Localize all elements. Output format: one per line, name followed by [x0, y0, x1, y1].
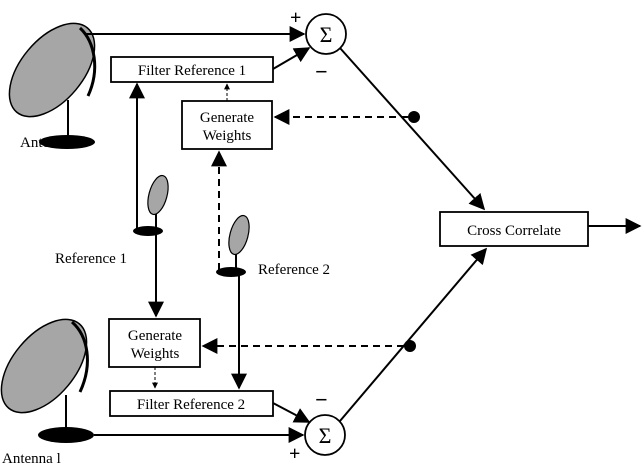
summer-bottom-minus: −: [315, 387, 328, 412]
filter-reference-1-label: Filter Reference 1: [138, 63, 246, 79]
filter2-to-summer-arrow: [272, 402, 311, 423]
reference-1-label: Reference 1: [55, 251, 127, 267]
generate-weights-bottom-box: Generate Weights: [108, 318, 201, 368]
generate-weights-top-line1: Generate: [200, 110, 254, 126]
filter-reference-2-label: Filter Reference 2: [137, 397, 245, 413]
reference-1-icon: [133, 174, 169, 236]
summer-top-plus: +: [290, 7, 301, 29]
antenna-l-icon: [0, 318, 94, 443]
summer-bottom-to-crosscorr-arrow: [339, 247, 488, 422]
filter-reference-2-box: Filter Reference 2: [109, 390, 274, 417]
antenna-l-label: Antenna l: [2, 451, 61, 463]
cross-correlate-box: Cross Correlate: [439, 211, 589, 247]
reference-2-icon: [216, 214, 250, 277]
antenna-m-icon: [8, 22, 97, 149]
junction-bottom-dot: [404, 340, 416, 352]
summer-bottom-plus: +: [289, 443, 300, 463]
summer-top-to-crosscorr-arrow: [339, 47, 486, 211]
generate-weights-top-line2: Weights: [203, 128, 252, 144]
generate-weights-bottom-line2: Weights: [131, 346, 180, 362]
summer-bottom-symbol: Σ: [319, 423, 332, 448]
filter-reference-1-box: Filter Reference 1: [110, 56, 274, 83]
junction-top-dot: [408, 111, 420, 123]
generate-weights-bottom-line1: Generate: [128, 328, 182, 344]
reference-2-label: Reference 2: [258, 262, 330, 278]
summer-top-symbol: Σ: [320, 22, 333, 47]
filter1-to-summer-arrow: [272, 47, 311, 70]
summer-bottom: Σ: [304, 414, 346, 456]
antenna-m-label: Antenna m: [20, 135, 87, 151]
generate-weights-top-box: Generate Weights: [181, 100, 273, 150]
summer-top: Σ: [305, 13, 347, 55]
summer-top-minus: −: [315, 59, 328, 84]
cross-correlate-label: Cross Correlate: [467, 223, 561, 239]
